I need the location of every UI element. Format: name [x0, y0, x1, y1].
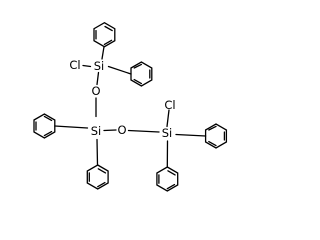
phenyl-ring-middle-lower	[86, 164, 109, 190]
atom-label-o-top: O	[91, 84, 100, 98]
bond-si-mid-phenyl-c	[54, 125, 89, 129]
atom-label-si-middle: Si	[91, 124, 102, 138]
bond-si-top-phenyl-a	[101, 46, 105, 60]
phenyl-ring-middle-left	[33, 113, 56, 139]
atom-label-cl-top: Cl	[69, 58, 80, 72]
atom-label-si-top: Si	[94, 59, 105, 73]
atom-label-o-middle: O	[117, 123, 126, 137]
phenyl-ring-top-right	[130, 61, 153, 87]
bond-si-top-cl	[82, 64, 92, 68]
phenyl-ring-right-lower	[156, 166, 179, 192]
atom-labels: Cl Si O Si O Cl Si	[69, 58, 175, 140]
structure-diagram: Cl Si O Si O Cl Si	[33, 21, 228, 192]
bond-si-right-phenyl-e	[175, 133, 207, 137]
bond-si-top-o-top	[96, 71, 100, 86]
bond-si-mid-phenyl-d	[96, 138, 99, 166]
atom-label-si-right: Si	[162, 126, 173, 140]
bond-si-right-cl	[166, 109, 170, 128]
phenyl-ring-right	[204, 123, 228, 149]
bond-si-top-phenyl-b	[107, 65, 132, 75]
atom-label-cl-right: Cl	[164, 98, 175, 112]
bond-lines	[54, 46, 207, 168]
bond-o-mid-si-right	[127, 129, 160, 133]
bond-si-mid-o-mid	[103, 129, 117, 132]
phenyl-ring-top-upper	[93, 21, 116, 48]
